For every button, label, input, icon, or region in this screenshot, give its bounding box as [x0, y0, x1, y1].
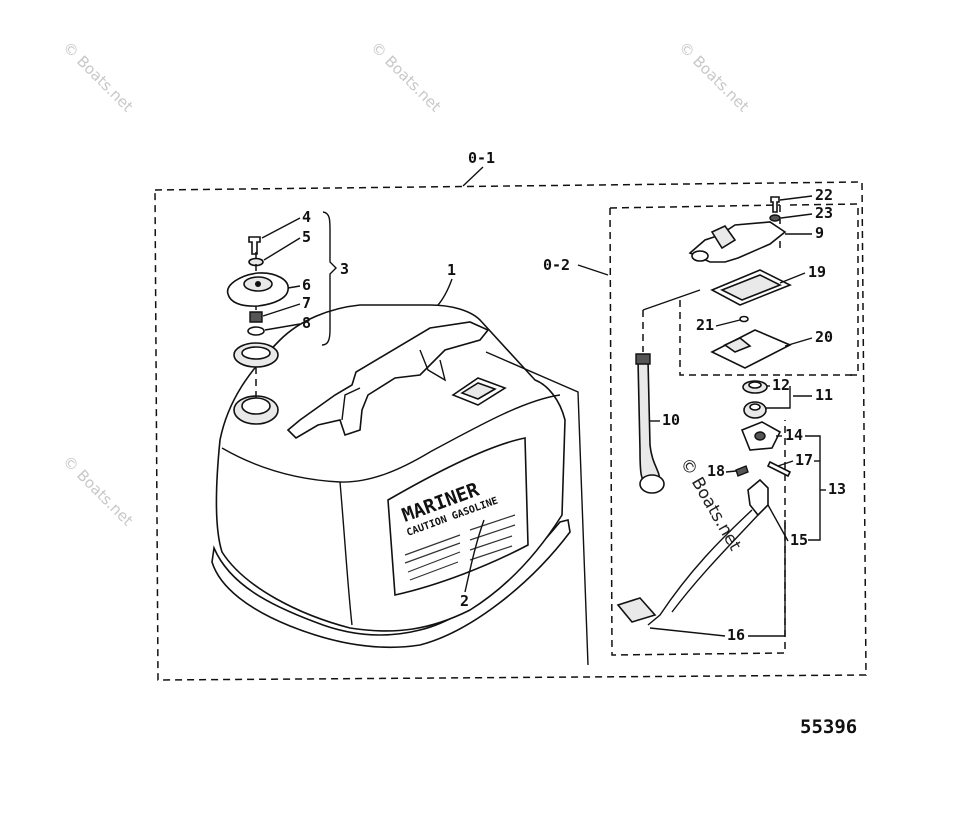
- watermark-top-left: © Boats.net: [59, 38, 137, 116]
- assembly-0-2-boundary: [609, 203, 859, 656]
- label-7: 7: [302, 294, 311, 312]
- label-9: 9: [815, 224, 824, 242]
- label-16: 16: [727, 626, 745, 644]
- decal-fine-print: [404, 514, 516, 581]
- leader-21: [715, 319, 741, 327]
- label-5: 5: [302, 228, 311, 246]
- label-10: 10: [662, 411, 680, 429]
- leader-4: [261, 217, 301, 239]
- label-11: 11: [815, 386, 833, 404]
- decal-panel: [387, 437, 529, 596]
- leader-18: [725, 470, 737, 473]
- leader-23: [780, 213, 813, 219]
- leader-7: [262, 303, 301, 317]
- bracket-13: [805, 435, 821, 541]
- leader-16: [649, 627, 726, 637]
- leader-19: [779, 272, 806, 284]
- leader-8: [264, 323, 301, 331]
- label-15: 15: [790, 531, 808, 549]
- leader-0-2: [577, 264, 609, 276]
- gasket-sub-boundary: [679, 300, 855, 376]
- leader-12-bottom: [766, 386, 791, 409]
- label-21: 21: [696, 316, 714, 334]
- leader-1: [437, 278, 453, 306]
- leader-22: [779, 195, 813, 201]
- figure-number: 55396: [800, 716, 857, 738]
- bracket-3: [321, 211, 337, 346]
- label-12: 12: [772, 376, 790, 394]
- leader-0-1: [462, 166, 484, 187]
- label-0-1: 0-1: [468, 149, 495, 167]
- fuel-tank: [211, 304, 571, 649]
- leader-2: [464, 519, 485, 593]
- leader-16-right: [748, 520, 786, 637]
- label-1: 1: [447, 261, 456, 279]
- watermark-mid-left: © Boats.net: [59, 452, 137, 530]
- label-6: 6: [302, 276, 311, 294]
- label-3: 3: [340, 260, 349, 278]
- label-13: 13: [828, 480, 846, 498]
- leader-20: [784, 337, 813, 347]
- assembly-0-1-boundary: [154, 181, 867, 681]
- leader-tank-to-pickup: [485, 351, 589, 666]
- label-17: 17: [795, 451, 813, 469]
- leader-6: [287, 285, 301, 289]
- fuel-pickup-assembly: [616, 196, 792, 626]
- label-19: 19: [808, 263, 826, 281]
- leader-17: [777, 460, 794, 467]
- label-8: 8: [302, 314, 311, 332]
- label-14: 14: [785, 426, 803, 444]
- watermark-top-right: © Boats.net: [675, 38, 753, 116]
- label-4: 4: [302, 208, 311, 226]
- label-20: 20: [815, 328, 833, 346]
- leader-5: [263, 237, 301, 261]
- label-2: 2: [460, 592, 469, 610]
- label-23: 23: [815, 204, 833, 222]
- watermark-top-center: © Boats.net: [367, 38, 445, 116]
- label-22: 22: [815, 186, 833, 204]
- label-0-2: 0-2: [543, 256, 570, 274]
- label-18: 18: [707, 462, 725, 480]
- filler-cap-assembly: [226, 236, 289, 398]
